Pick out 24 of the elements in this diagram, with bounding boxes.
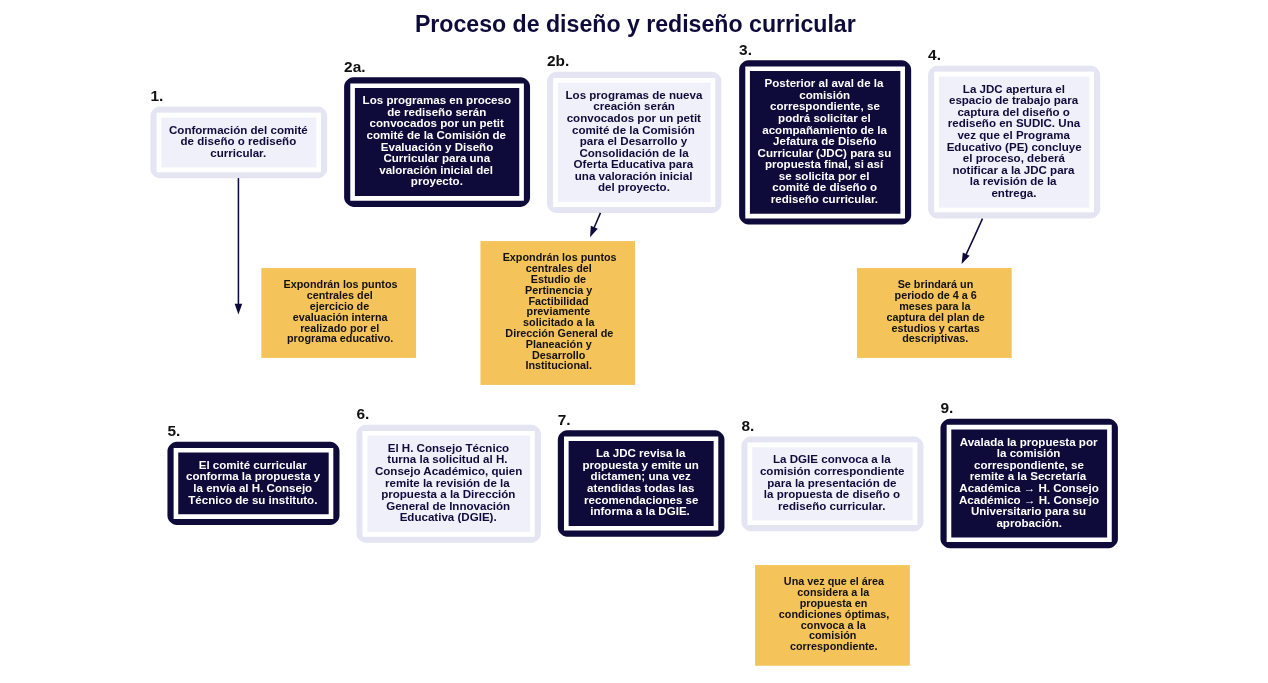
node-label: 7. xyxy=(557,410,571,428)
node-box: Los programas de nueva creación serán convocados por un petit comité de la Comisión para el Desarrollo y Consolidación de la Oferta Educativa para una valoración inicial del proyecto. xyxy=(547,71,722,214)
arrow xyxy=(234,177,243,315)
node-box: Avalada la propuesta por la comisión correspondiente, se remite a la Secretaría Académica → H. Consejo Académico → H. Consejo Universitario para su aprobación. xyxy=(940,418,1118,549)
arrow xyxy=(590,212,602,238)
node-box: Posterior al aval de la comisión correspondiente, se podrá solicitar el acompañamiento de la Jefatura de Diseño Curricular (JDC) para su propuesta final, si así se solicita por el comité de diseño o rediseño curricular. xyxy=(739,60,912,225)
node-box: La JDC revisa la propuesta y emite un dictamen; una vez atendidas todas las recomendaciones se informa a la DGIE. xyxy=(557,430,725,537)
diagram-title: Proceso de diseño y rediseño curricular xyxy=(414,11,856,38)
node-label: 5. xyxy=(167,422,181,440)
node-label: 4. xyxy=(928,46,941,64)
node-box: El comité curricular conforma la propuesta y la envía al H. Consejo Técnico de su instituto. xyxy=(167,441,340,526)
node-box: La JDC apertura el espacio de trabajo para captura del diseño o rediseño en SUDIC. Una vez que el Programa Educativo (PE) concluye el proceso, deberá notificar a la JDC para la revisión de la entrega. xyxy=(928,65,1101,219)
node-label: 2a. xyxy=(344,57,366,75)
node-label: 2b. xyxy=(547,52,570,70)
node-box: La DGIE convoca a la comisión correspondiente para la presentación de la propuesta de diseño o rediseño curricular. xyxy=(741,436,924,532)
node-label: 8. xyxy=(741,416,755,434)
node-box: El H. Consejo Técnico turna la solicitud al H. Consejo Académico, quien remite la revisión de la propuesta a la Dirección General de Innovación Educativa (DGIE). xyxy=(356,424,541,543)
arrow xyxy=(961,217,984,264)
node-label: 9. xyxy=(940,399,954,417)
node-box: Los programas en proceso de rediseño serán convocados por un petit comité de la Comisión de Evaluación y Diseño Curricular para una valoración inicial del proyecto. xyxy=(344,77,531,207)
node-label: 1. xyxy=(150,87,164,105)
node-box: Conformación del comité de diseño o rediseño curricular. xyxy=(150,106,328,179)
node-label: 3. xyxy=(739,40,752,58)
node-label: 6. xyxy=(356,405,370,423)
